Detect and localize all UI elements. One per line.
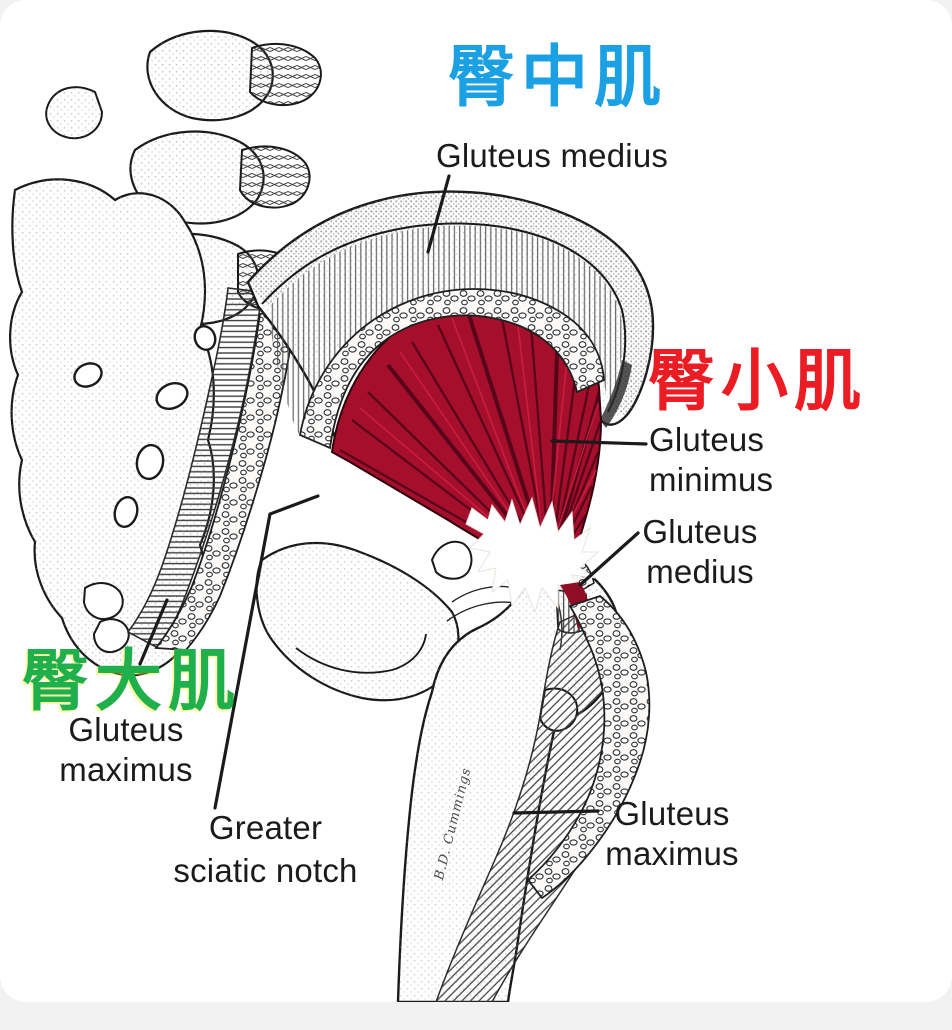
leader-gluteus-maximus-left [138, 598, 169, 666]
label-en-gluteus-minimus: Gluteus minimus [649, 421, 774, 498]
label-zh-gluteus-maximus: 臀大肌 [22, 644, 241, 719]
label-en-gluteus-medius-top: Gluteus medius [436, 137, 669, 174]
gluteus-minimus-tendon [465, 496, 600, 614]
label-en-gluteus-maximus-left: Gluteus maximus [59, 711, 193, 788]
label-zh-gluteus-medius: 臀中肌 [448, 40, 667, 115]
leader-gluteus-maximus-right [512, 809, 600, 815]
ilium-bone [246, 190, 655, 550]
label-en-gluteus-maximus-right: Gluteus maximus [605, 795, 739, 872]
gluteus-maximus-strip [435, 594, 651, 1002]
sacrum [9, 178, 217, 677]
leader-gluteus-medius-top [426, 174, 451, 254]
sacral-foramina [73, 325, 217, 528]
leader-greater-sciatic-notch [213, 494, 320, 810]
leader-gluteus-medius-insertion [578, 531, 640, 587]
label-zh-gluteus-minimus: 臀小肌 [648, 344, 867, 419]
hip-anatomy-illustration [9, 29, 655, 1002]
leader-lines [138, 174, 648, 815]
gluteus-medius-surface-striations [268, 225, 623, 435]
illustration-card: 臀中肌 Gluteus medius 臀小肌 Gluteus minimus G… [0, 0, 952, 1002]
gluteus-medius-cut-edge-arc [298, 288, 605, 450]
gluteus-maximus-cut-edge-left [126, 287, 298, 651]
label-en-gluteus-medius-insertion: Gluteus medius [642, 513, 758, 590]
leader-gluteus-minimus [550, 439, 648, 446]
label-greater-sciatic-notch: Greater sciatic notch [173, 809, 358, 889]
